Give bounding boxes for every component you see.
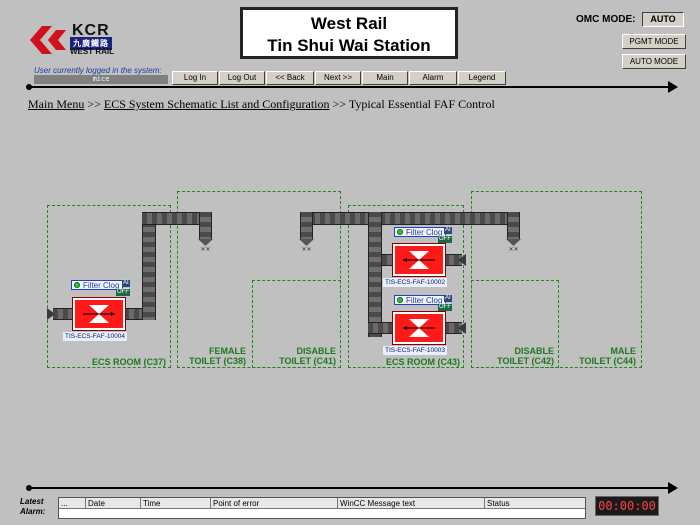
fan-id-label: TIS-ECS-FAF-10004 xyxy=(63,332,127,341)
auto-mode-button[interactable]: AUTO MODE xyxy=(622,54,686,69)
title-line2: Tin Shui Wai Station xyxy=(267,36,431,55)
breadcrumb-ecs-list[interactable]: ECS System Schematic List and Configurat… xyxy=(103,97,330,111)
air-inlet-arrow-icon xyxy=(47,308,55,320)
room-disable-toilet-c41 xyxy=(252,280,341,368)
column-header-time[interactable]: Time xyxy=(141,498,211,509)
status-led-icon xyxy=(397,229,403,235)
fan-state: OFF xyxy=(438,236,452,243)
alarm-table[interactable]: ... Date Time Point of error WinCC Messa… xyxy=(58,497,586,519)
column-header[interactable]: ... xyxy=(59,498,86,509)
column-header-message[interactable]: WinCC Message text xyxy=(338,498,485,509)
column-header-date[interactable]: Date xyxy=(86,498,141,509)
auto-tag: AI xyxy=(444,227,452,234)
room-ecs-c37 xyxy=(47,205,171,368)
station-title: West Rail Tin Shui Wai Station xyxy=(240,7,458,59)
duct-segment xyxy=(382,254,394,266)
breadcrumb-separator: >> xyxy=(87,97,101,111)
fan-id-label: TIS-ECS-FAF-10002 xyxy=(383,278,447,287)
room-label: ECS ROOM (C43) xyxy=(385,357,460,367)
duct-segment xyxy=(142,212,156,320)
legend-button[interactable]: Legend xyxy=(458,71,506,85)
svg-text:✕✕: ✕✕ xyxy=(200,246,210,251)
back-button[interactable]: << Back xyxy=(266,71,314,85)
duct-segment xyxy=(507,212,520,240)
exhaust-grille-icon: ✕✕ xyxy=(198,239,213,251)
auto-tag: AI xyxy=(444,295,452,302)
duct-segment xyxy=(53,308,75,320)
duct-segment xyxy=(368,322,394,334)
logo-text: KCR xyxy=(72,22,110,39)
header-divider xyxy=(30,86,670,88)
column-header-point[interactable]: Point of error xyxy=(211,498,338,509)
fan-unit-faf-10003[interactable] xyxy=(392,311,446,345)
duct-segment xyxy=(142,212,212,225)
arrow-right-icon xyxy=(668,482,678,494)
footer-divider xyxy=(30,487,670,489)
fan-state: OFF xyxy=(438,304,452,311)
air-outlet-arrow-icon xyxy=(458,322,466,334)
room-label: ECS ROOM (C37) xyxy=(91,357,166,367)
fan-unit-faf-10004[interactable] xyxy=(72,297,126,331)
kcr-logo-icon xyxy=(30,26,66,54)
breadcrumb: Main Menu >> ECS System Schematic List a… xyxy=(28,97,495,112)
exhaust-grille-icon: ✕✕ xyxy=(506,239,521,251)
footer-line-start-dot xyxy=(26,485,32,491)
header-line-start-dot xyxy=(26,84,32,90)
alarm-button[interactable]: Alarm xyxy=(409,71,457,85)
clock-display: 00:00:00 xyxy=(595,496,659,516)
svg-text:✕✕: ✕✕ xyxy=(508,246,518,251)
breadcrumb-separator: >> xyxy=(332,97,347,111)
omc-mode-label: OMC MODE: xyxy=(576,14,636,25)
pgmt-mode-button[interactable]: PGMT MODE xyxy=(622,34,686,49)
duct-segment xyxy=(300,212,313,240)
exhaust-grille-icon: ✕✕ xyxy=(299,239,314,251)
auto-tag: AI xyxy=(122,280,130,287)
status-led-icon xyxy=(397,297,403,303)
fan-icon xyxy=(403,251,435,269)
user-name: mice xyxy=(34,75,168,84)
breadcrumb-current: Typical Essential FAF Control xyxy=(348,97,495,111)
duct-segment xyxy=(300,212,520,225)
room-disable-toilet-c42 xyxy=(471,280,559,368)
fan-icon xyxy=(403,319,435,337)
duct-segment xyxy=(199,212,212,240)
duct-segment xyxy=(444,254,462,266)
room-ecs-c43 xyxy=(348,205,464,368)
air-outlet-arrow-icon xyxy=(458,254,466,266)
login-button[interactable]: Log In xyxy=(172,71,218,85)
fan-id-label: TIS-ECS-FAF-10003 xyxy=(383,346,447,355)
fan-icon xyxy=(83,305,115,323)
column-header-status[interactable]: Status xyxy=(485,498,585,509)
status-led-icon xyxy=(74,282,80,288)
logout-button[interactable]: Log Out xyxy=(219,71,265,85)
duct-segment xyxy=(444,322,462,334)
user-label: User currently logged in the system: xyxy=(34,66,162,75)
fan-state: OFF xyxy=(116,289,130,296)
duct-segment xyxy=(368,212,382,337)
breadcrumb-main-menu[interactable]: Main Menu xyxy=(28,97,85,111)
omc-mode-indicator: AUTO xyxy=(642,12,684,27)
main-button[interactable]: Main xyxy=(362,71,408,85)
next-button[interactable]: Next >> xyxy=(315,71,361,85)
svg-text:✕✕: ✕✕ xyxy=(301,246,311,251)
arrow-right-icon xyxy=(668,81,678,93)
fan-unit-faf-10002[interactable] xyxy=(392,243,446,277)
logo-chinese: 九廣鐵路 xyxy=(70,37,112,50)
logo-subtitle: WEST RAIL xyxy=(70,47,114,56)
title-line1: West Rail xyxy=(310,14,388,33)
